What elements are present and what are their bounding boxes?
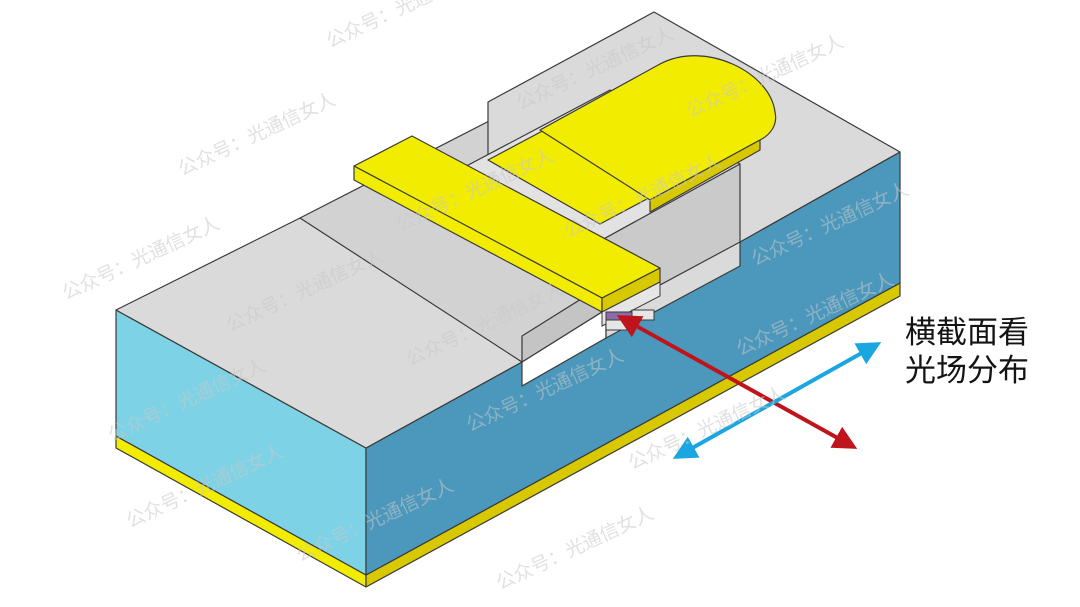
ridge-facet-lower-right xyxy=(631,309,655,321)
watermark-text: 公众号：光通信女人 xyxy=(323,0,487,53)
annotation-line-1: 横截面看 xyxy=(905,315,1029,351)
field-distribution-annotation: 横截面看 光场分布 xyxy=(905,314,1029,390)
watermark-text: 公众号：光通信女人 xyxy=(493,502,657,594)
electrode-pad-edge xyxy=(649,139,761,213)
field-direction-arrow-icon xyxy=(672,342,882,459)
watermark-text: 公众号：光通信女人 xyxy=(175,88,339,180)
annotation-line-2: 光场分布 xyxy=(905,353,1029,389)
active-layer xyxy=(605,311,633,321)
electrode-pad xyxy=(539,55,777,201)
top-electrode xyxy=(353,55,777,313)
